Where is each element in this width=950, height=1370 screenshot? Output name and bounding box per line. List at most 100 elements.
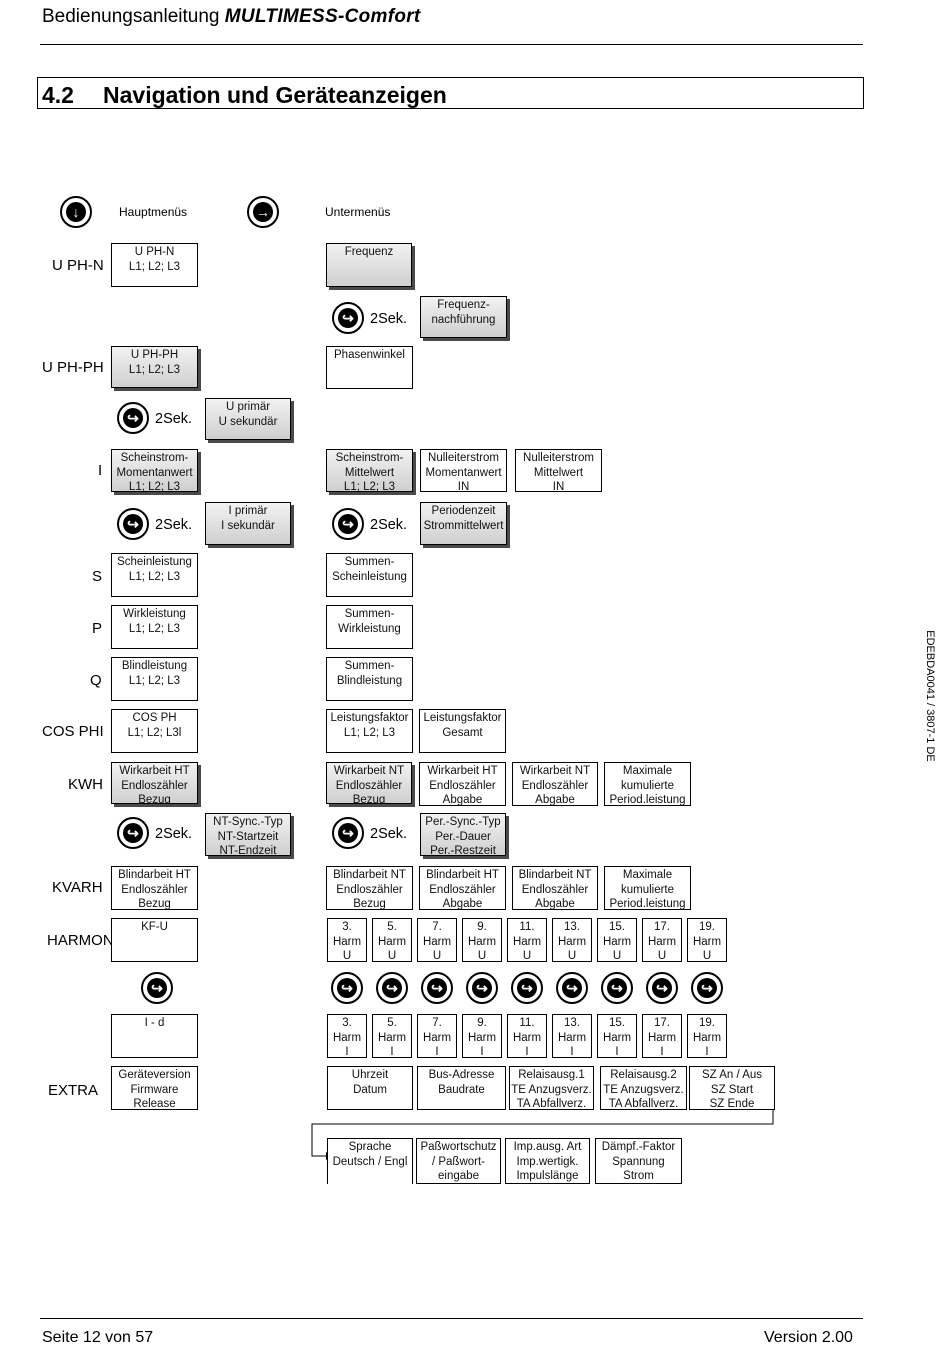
row-label-uphn: U PH-N — [52, 257, 104, 274]
menu-box-blindarbeit-nt-bezug: Blindarbeit NT Endloszähler Bezug — [326, 866, 413, 910]
menu-box-cos-phi: COS PH L1; L2; L3l — [111, 709, 198, 753]
two-sec-label: 2Sek. — [155, 411, 193, 427]
harm-u-box: 9. Harm U — [462, 918, 502, 962]
main-menus-label: Hauptmenüs — [119, 205, 188, 219]
menu-box-leistungsfaktor-gesamt: Leistungsfaktor Gesamt — [419, 709, 506, 753]
menu-box-sz: SZ An / Aus SZ Start SZ Ende — [689, 1066, 775, 1110]
menu-box-per-sync: Per.-Sync.-Typ Per.-Dauer Per.-Restzeit — [420, 813, 506, 856]
section-number: 4.2 — [42, 82, 74, 108]
enter-icon: ↪ — [141, 972, 173, 1004]
harm-u-box: 3. Harm U — [327, 918, 367, 962]
row-label-i: I — [98, 462, 103, 479]
row-label-q: Q — [90, 672, 102, 689]
harm-u-box: 13. Harm U — [552, 918, 592, 962]
section-title: Navigation und Geräteanzeigen — [103, 82, 447, 108]
menu-box-wirkarbeit-nt-bezug: Wirkarbeit NT Endloszähler Bezug — [326, 762, 412, 804]
enter-icon: ↪ — [117, 508, 149, 540]
menu-box-relais2: Relaisausg.2 TE Anzugsverz. TA Abfallver… — [600, 1066, 687, 1110]
menu-box-wirk-maximale: Maximale kumulierte Period.leistung — [604, 762, 691, 806]
menu-box-impuls: Imp.ausg. Art Imp.wertigk. Impulslänge — [505, 1138, 590, 1184]
header-rule — [40, 44, 863, 45]
harm-u-box: 11. Harm U — [507, 918, 547, 962]
menu-box-blind-maximale: Maximale kumulierte Period.leistung — [604, 866, 691, 910]
menu-box-uphph: U PH-PH L1; L2; L3 — [111, 346, 198, 388]
menu-box-kf-u: KF-U — [111, 918, 198, 962]
menu-box-i-primaer: I primär I sekundär — [205, 502, 291, 545]
harm-u-box: 19. Harm U — [687, 918, 727, 962]
enter-icon: ↪ — [556, 972, 588, 1004]
row-label-extra: EXTRA — [48, 1082, 99, 1099]
menu-box-i-d: I - d — [111, 1014, 198, 1058]
menu-box-blindarbeit-ht-bezug: Blindarbeit HT Endloszähler Bezug — [111, 866, 198, 910]
menu-box-frequenz: Frequenz — [326, 243, 412, 287]
enter-icon: ↪ — [332, 817, 364, 849]
row-label-uphph: U PH-PH — [42, 359, 104, 376]
menu-box-scheinstrom-moment: Scheinstrom- Momentanwert L1; L2; L3 — [111, 449, 198, 492]
version-label: Version 2.00 — [764, 1329, 853, 1346]
two-sec-label: 2Sek. — [370, 826, 408, 842]
section-title-box — [37, 77, 864, 109]
harm-u-box: 15. Harm U — [597, 918, 637, 962]
enter-icon: ↪ — [117, 817, 149, 849]
menu-box-wirkarbeit-ht-bezug: Wirkarbeit HT Endloszähler Bezug — [111, 762, 198, 804]
menu-box-sprache: Sprache Deutsch / Engl — [327, 1138, 413, 1184]
harm-i-box: 11. Harm I — [507, 1014, 547, 1058]
row-label-harmon: HARMON. — [47, 932, 118, 949]
enter-icon: ↪ — [421, 972, 453, 1004]
enter-icon: ↪ — [332, 302, 364, 334]
document-code: EDEBDA0041 / 3807-1 DE — [924, 630, 936, 762]
row-label-p: P — [92, 620, 103, 637]
right-arrow-icon: → — [247, 196, 279, 228]
harm-u-box: 7. Harm U — [417, 918, 457, 962]
harm-i-box: 5. Harm I — [372, 1014, 412, 1058]
harm-i-box: 9. Harm I — [462, 1014, 502, 1058]
menu-box-bus-adresse: Bus-Adresse Baudrate — [417, 1066, 506, 1110]
harm-i-box: 15. Harm I — [597, 1014, 637, 1058]
menu-box-nulleiter-moment: Nulleiterstrom Momentanwert IN — [420, 449, 507, 492]
row-label-s: S — [92, 568, 103, 585]
menu-box-u-primaer: U primär U sekundär — [205, 398, 291, 440]
menu-box-frequenznachfuehrung: Frequenz- nachführung — [420, 296, 507, 338]
row-label-kwh: KWH — [68, 776, 103, 793]
sub-menus-label: Untermenüs — [325, 205, 391, 219]
two-sec-label: 2Sek. — [370, 517, 408, 533]
enter-icon: ↪ — [331, 972, 363, 1004]
menu-box-wirkarbeit-ht-abgabe: Wirkarbeit HT Endloszähler Abgabe — [419, 762, 506, 806]
menu-box-scheinstrom-mittel: Scheinstrom- Mittelwert L1; L2; L3 — [326, 449, 413, 492]
harm-i-box: 7. Harm I — [417, 1014, 457, 1058]
two-sec-label: 2Sek. — [370, 311, 408, 327]
menu-box-periodenzeit: Periodenzeit Strommittelwert — [420, 502, 507, 545]
menu-box-summen-blindleistung: Summen- Blindleistung — [326, 657, 413, 701]
menu-box-passwort: Paßwortschutz / Paßwort- eingabe — [416, 1138, 501, 1184]
enter-icon: ↪ — [646, 972, 678, 1004]
menu-box-nt-sync: NT-Sync.-Typ NT-Startzeit NT-Endzeit — [205, 813, 291, 856]
menu-box-wirkleistung: Wirkleistung L1; L2; L3 — [111, 605, 198, 649]
enter-icon: ↪ — [466, 972, 498, 1004]
row-label-cosphi: COS PHI — [42, 723, 104, 740]
harm-i-box: 19. Harm I — [687, 1014, 727, 1058]
harm-u-box: 5. Harm U — [372, 918, 412, 962]
footer-rule — [40, 1318, 863, 1319]
menu-box-geraeteversion: Geräteversion Firmware Release — [111, 1066, 198, 1110]
row-label-kvarh: KVARH — [52, 879, 103, 896]
menu-box-relais1: Relaisausg.1 TE Anzugsverz. TA Abfallver… — [509, 1066, 594, 1110]
down-arrow-icon: ↓ — [60, 196, 92, 228]
menu-box-blindarbeit-ht-abgabe: Blindarbeit HT Endloszähler Abgabe — [419, 866, 506, 910]
menu-box-blindleistung: Blindleistung L1; L2; L3 — [111, 657, 198, 701]
menu-box-daempfung: Dämpf.-Faktor Spannung Strom — [595, 1138, 682, 1184]
harm-i-box: 3. Harm I — [327, 1014, 367, 1058]
menu-box-nulleiter-mittel: Nulleiterstrom Mittelwert IN — [515, 449, 602, 492]
two-sec-label: 2Sek. — [155, 826, 193, 842]
menu-box-uhrzeit: Uhrzeit Datum — [327, 1066, 413, 1110]
enter-icon: ↪ — [601, 972, 633, 1004]
document-header: Bedienungsanleitung MULTIMESS-Comfort — [42, 6, 421, 27]
page-number: Seite 12 von 57 — [42, 1329, 154, 1346]
harm-i-box: 13. Harm I — [552, 1014, 592, 1058]
enter-icon: ↪ — [332, 508, 364, 540]
enter-icon: ↪ — [117, 402, 149, 434]
enter-icon: ↪ — [691, 972, 723, 1004]
harm-i-box: 17. Harm I — [642, 1014, 682, 1058]
menu-box-summen-scheinleistung: Summen- Scheinleistung — [326, 553, 413, 597]
menu-box-phasenwinkel: Phasenwinkel — [326, 346, 413, 389]
menu-box-summen-wirkleistung: Summen- Wirkleistung — [326, 605, 413, 649]
